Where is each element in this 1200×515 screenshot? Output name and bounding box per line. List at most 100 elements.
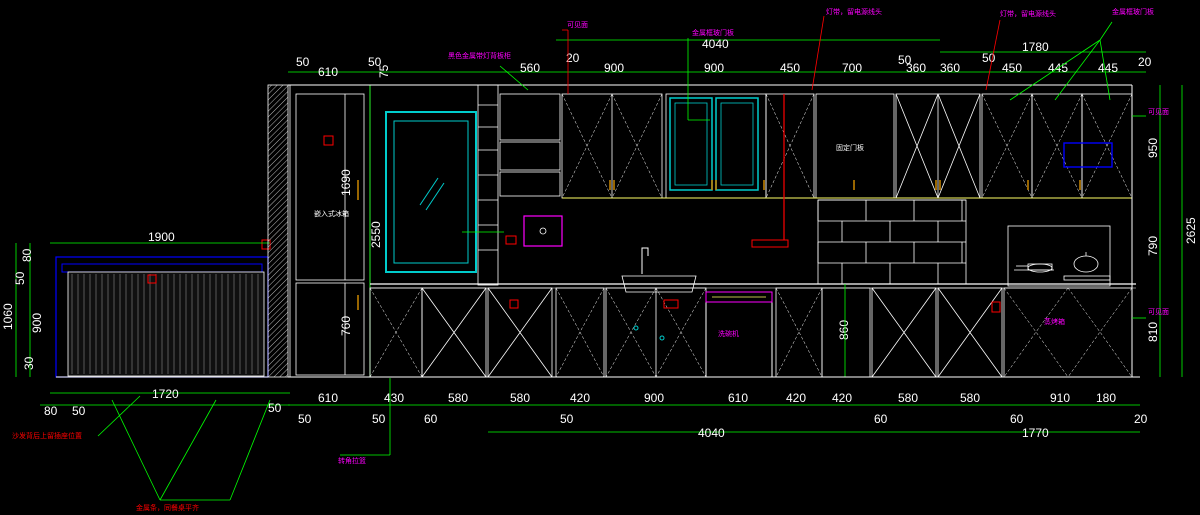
bottom-dim-label: 580 xyxy=(960,391,980,405)
top-dim-label: 50 xyxy=(296,55,310,69)
open-shelf xyxy=(477,84,561,286)
socket-icon xyxy=(147,274,157,284)
x-doors-lower xyxy=(421,287,1003,378)
socket-icon xyxy=(991,301,1001,313)
sofa-module xyxy=(55,239,271,378)
note-light-2: 灯带，留电源线头 xyxy=(1000,9,1056,18)
sofa-slats xyxy=(71,274,259,374)
note-sofa-1: 沙发背后上留插座位置 xyxy=(12,431,82,440)
note-visible-top: 可见面 xyxy=(567,21,588,29)
top-dim-label: 560 xyxy=(520,61,540,75)
dim-860: 860 xyxy=(837,320,851,340)
socket-icon xyxy=(663,299,679,309)
top-dim-lines xyxy=(288,39,1146,73)
top-dim-label: 610 xyxy=(318,65,338,79)
lower-swing-lines xyxy=(369,287,1133,378)
note-sofa-2: 金属条，同餐桌平齐 xyxy=(136,503,199,512)
bottom-dim-label: 420 xyxy=(786,391,806,405)
bottom-dim-label: 610 xyxy=(728,391,748,405)
dim-1720: 1720 xyxy=(152,387,179,401)
fridge-cabinet xyxy=(289,84,371,378)
bottom-dim-label: 60 xyxy=(1010,412,1024,426)
dim-50-top: 50 xyxy=(898,53,912,67)
dim-2550: 2550 xyxy=(369,221,383,248)
bottom-dim-label: 50 xyxy=(372,412,386,426)
dim-790: 790 xyxy=(1146,236,1160,256)
dim-1690: 1690 xyxy=(339,169,353,196)
note-visible-right-2: 可见面 xyxy=(1148,308,1169,316)
sink xyxy=(621,275,697,293)
top-dim-label: 50 xyxy=(368,55,382,69)
top-dim-label: 20 xyxy=(566,51,580,65)
extractor-outlet xyxy=(523,215,563,247)
bottom-dim-label: 60 xyxy=(874,412,888,426)
bottom-dim-label: 610 xyxy=(318,391,338,405)
sofa-top-rail xyxy=(61,263,263,273)
note-light-1: 灯带，留电源线头 xyxy=(826,7,882,16)
wall-hatch xyxy=(267,84,289,378)
bottom-dim-label: 20 xyxy=(1134,412,1148,426)
dim-4040-top: 4040 xyxy=(702,37,729,51)
stove-area xyxy=(1007,225,1111,287)
dim-80b: 80 xyxy=(44,404,58,418)
dim-4040-bottom: 4040 xyxy=(698,426,725,440)
dim-1770: 1770 xyxy=(1022,426,1049,440)
dim-1060: 1060 xyxy=(1,303,15,330)
dim-30: 30 xyxy=(22,356,36,370)
bottom-dim-label: 180 xyxy=(1096,391,1116,405)
bottom-dim-label: 580 xyxy=(510,391,530,405)
top-dim-label: 360 xyxy=(906,61,926,75)
socket-icon xyxy=(323,135,334,146)
bottom-dim-label: 50 xyxy=(298,412,312,426)
top-dim-label: 445 xyxy=(1098,61,1118,75)
note-visible-right-1: 可见面 xyxy=(1148,108,1169,116)
bottom-dim-label: 420 xyxy=(832,391,852,405)
dim-1900: 1900 xyxy=(148,230,175,244)
x-doors-upper xyxy=(895,93,981,199)
top-dim-label: 900 xyxy=(604,61,624,75)
bottom-dim-label: 580 xyxy=(898,391,918,405)
bottom-dim-label: 900 xyxy=(644,391,664,405)
dim-900: 900 xyxy=(30,313,44,333)
left-dimensions xyxy=(15,242,290,406)
right-dim-lines xyxy=(1159,85,1183,377)
handles-upper xyxy=(609,180,1081,190)
bottom-dim-label: 430 xyxy=(384,391,404,405)
socket-icon xyxy=(505,235,517,245)
bottom-dim-label: 50 xyxy=(560,412,574,426)
hood-panel xyxy=(1063,142,1113,168)
bottom-dim-label: 580 xyxy=(448,391,468,405)
bottom-dim-texts: 610 430 580 580 420 900 610 420 420 580 580 910 180 5… xyxy=(298,391,1148,426)
knob xyxy=(659,335,665,341)
socket-icon xyxy=(509,299,519,309)
top-dim-label: 700 xyxy=(842,61,862,75)
faucet-icon xyxy=(641,247,649,274)
fixed-door-label: 固定门板 xyxy=(836,143,864,152)
dim-80: 80 xyxy=(20,248,34,262)
bottom-dim-lines xyxy=(288,404,1140,433)
fridge-label: 嵌入式冰箱 xyxy=(314,209,349,218)
dim-50b: 50 xyxy=(72,404,86,418)
outlet-circle xyxy=(539,227,547,235)
socket-icon xyxy=(751,239,789,248)
lower-cabinets xyxy=(369,287,1133,378)
bottom-dim-label: 910 xyxy=(1050,391,1070,405)
glass-panel xyxy=(385,111,477,273)
leader-lines xyxy=(97,21,1146,501)
top-dim-label: 450 xyxy=(780,61,800,75)
note-metal-frame: 金属框玻门板 xyxy=(692,28,734,37)
top-dim-label: 450 xyxy=(1002,61,1022,75)
bottom-dim-label: 420 xyxy=(570,391,590,405)
note-black-shelf: 黑色金属带灯背板柜 xyxy=(448,51,511,60)
top-dim-label: 75 xyxy=(377,64,391,78)
dim-50: 50 xyxy=(13,271,27,285)
steamer-label: 蒸烤箱 xyxy=(1044,317,1065,326)
dim-760: 760 xyxy=(339,316,353,336)
glass-doors xyxy=(669,97,759,191)
top-dim-label: 50 xyxy=(982,51,996,65)
note-metal-right: 金属框玻门板 xyxy=(1112,7,1154,16)
top-dim-label: 360 xyxy=(940,61,960,75)
note-corner: 转角拉篮 xyxy=(338,456,366,465)
